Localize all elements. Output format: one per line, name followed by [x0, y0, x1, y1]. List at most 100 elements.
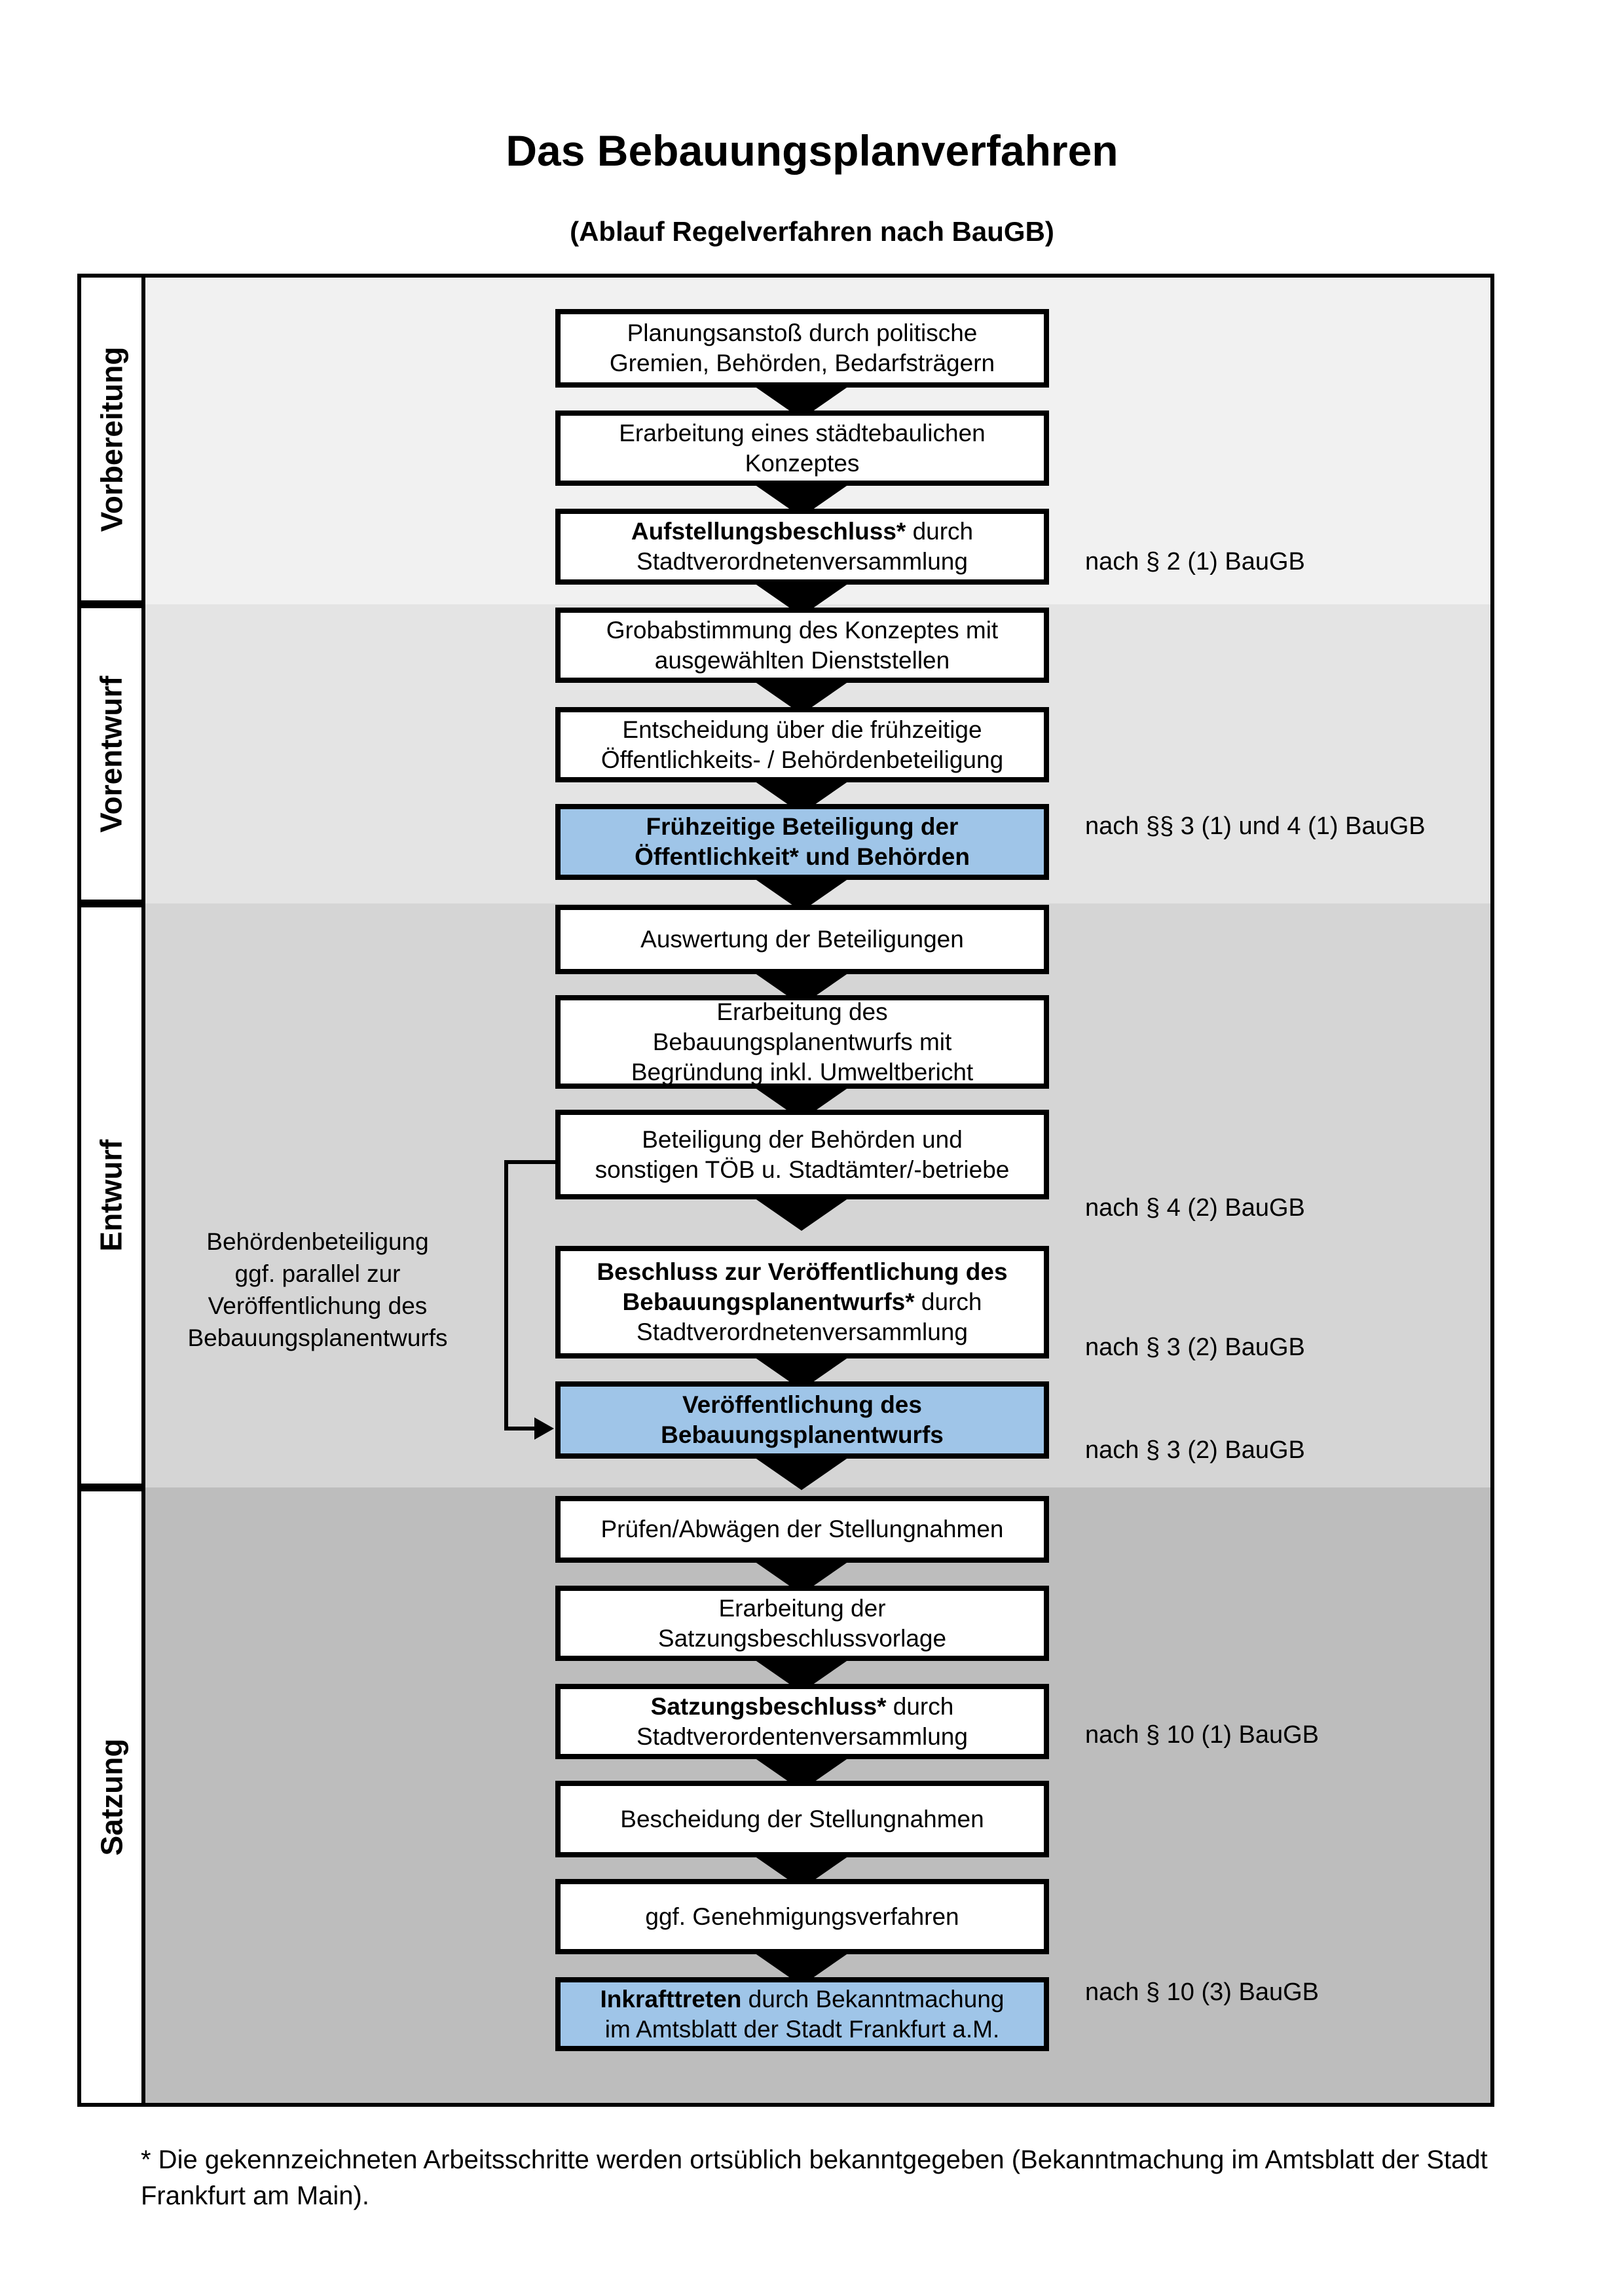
side-note-line: Bebauungsplanentwurfs [187, 1324, 448, 1351]
phase-label-entwurf: Entwurf [77, 903, 145, 1487]
step-text-line: Konzeptes [745, 448, 860, 479]
phase-label-satzung: Satzung [77, 1487, 145, 2107]
step-text-segment: Bebauungsplanentwurfs mit [652, 1028, 952, 1055]
step-text-segment: Stadtverordnetenversammlung [637, 548, 968, 575]
step-text-segment: Prüfen/Abwägen der Stellungnahmen [600, 1516, 1004, 1542]
step-text-line: ausgewählten Dienststellen [655, 646, 950, 676]
side-note-line: Behördenbeteiligung [206, 1228, 429, 1255]
step-text-segment: Erarbeitung der [718, 1594, 886, 1622]
step-text-segment: Planungsanstoß durch politische [627, 319, 978, 346]
step-text-line: im Amtsblatt der Stadt Frankfurt a.M. [605, 2014, 999, 2045]
side-note-line: Veröffentlichung des [208, 1292, 428, 1319]
step-text-line: Auswertung der Beteiligungen [640, 924, 964, 955]
arrow-down-icon [754, 1198, 849, 1231]
step-text-line: Bebauungsplanentwurfs* durch [623, 1287, 982, 1317]
legal-reference: nach §§ 3 (1) und 4 (1) BauGB [1085, 812, 1426, 840]
step-text-line: Grobabstimmung des Konzeptes mit [606, 615, 998, 646]
step-text-segment: durch Bekanntmachung [741, 1985, 1005, 2013]
side-note-line: ggf. parallel zur [234, 1260, 401, 1287]
legal-reference: nach § 3 (2) BauGB [1085, 1436, 1305, 1464]
arrow-right-icon [534, 1417, 554, 1440]
legal-reference: nach § 2 (1) BauGB [1085, 548, 1305, 575]
phase-label-text: Satzung [94, 1738, 129, 1856]
step-text-segment: Erarbeitung eines städtebaulichen [619, 419, 986, 446]
step-text-line: Gremien, Behörden, Bedarfsträgern [610, 348, 995, 378]
step-text-segment: Gremien, Behörden, Bedarfsträgern [609, 350, 995, 376]
step-text-line: Planungsanstoß durch politische [627, 318, 978, 348]
step-text-line: Stadtverordnetenversammlung [637, 1317, 968, 1347]
step-text-segment: durch [914, 1288, 982, 1315]
legal-reference: nach § 10 (1) BauGB [1085, 1721, 1319, 1749]
step-text-line: Erarbeitung der [718, 1594, 885, 1624]
step-text-line: Bescheidung der Stellungnahmen [620, 1804, 984, 1834]
phase-label-text: Entwurf [94, 1139, 129, 1252]
step-text-line: Beteiligung der Behörden und [642, 1125, 963, 1155]
step-text-segment: Frühzeitige Beteiligung der [646, 813, 959, 840]
step-text-segment: durch [886, 1692, 954, 1720]
step-text-line: Stadtverordnetenversammlung [637, 547, 968, 577]
step-text-segment: Beteiligung der Behörden und [642, 1125, 963, 1153]
step-text-segment: sonstigen TÖB u. Stadtämter/-betriebe [595, 1156, 1010, 1183]
step-text-line: Erarbeitung eines städtebaulichen [619, 418, 986, 448]
step-text-segment: im Amtsblatt der Stadt Frankfurt a.M. [604, 2015, 1000, 2043]
connector-line-bottom [504, 1427, 540, 1430]
step-text-segment: Öffentlichkeit* und Behörden [635, 843, 970, 870]
step-text-line: Aufstellungsbeschluss* durch [631, 517, 973, 547]
step-text-segment: Inkrafttreten [600, 1985, 742, 2013]
step-text-segment: Beschluss zur Veröffentlichung des [597, 1258, 1008, 1285]
step-text-line: Satzungsbeschlussvorlage [658, 1624, 946, 1654]
arrow-down-icon [754, 1457, 849, 1490]
step-text-segment: Stadtverordnetenversammlung [637, 1319, 968, 1345]
step-text-line: Prüfen/Abwägen der Stellungnahmen [600, 1514, 1003, 1544]
legal-reference: nach § 10 (3) BauGB [1085, 1978, 1319, 2006]
step-text-line: Erarbeitung des [716, 997, 887, 1027]
page-subtitle: (Ablauf Regelverfahren nach BauGB) [570, 216, 1054, 247]
page-title: Das Bebauungsplanverfahren [506, 126, 1118, 175]
step-text-line: Inkrafttreten durch Bekanntmachung [600, 1984, 1005, 2014]
step-text-segment: Veröffentlichung des [682, 1391, 922, 1418]
legal-reference: nach § 4 (2) BauGB [1085, 1194, 1305, 1222]
step-text-segment: Erarbeitung des [716, 998, 888, 1025]
step-text-segment: Öffentlichkeits- / Behördenbeteiligung [600, 746, 1004, 773]
step-text-segment: Satzungsbeschluss* [650, 1692, 887, 1720]
process-step: ggf. Genehmigungsverfahren [555, 1879, 1049, 1954]
step-text-segment: Auswertung der Beteiligungen [640, 926, 964, 953]
step-text-line: Entscheidung über die frühzeitige [622, 715, 982, 745]
connector-line-vertical [504, 1160, 508, 1430]
process-step: Beteiligung der Behörden und sonstigen TÖ… [555, 1110, 1049, 1199]
step-text-line: Veröffentlichung des [682, 1390, 922, 1420]
step-text-line: Bebauungsplanentwurfs [661, 1420, 944, 1450]
step-text-line: sonstigen TÖB u. Stadtämter/-betriebe [595, 1155, 1010, 1185]
process-step: Auswertung der Beteiligungen [555, 905, 1049, 974]
connector-line-top [504, 1160, 559, 1164]
step-text-segment: Grobabstimmung des Konzeptes mit [606, 616, 999, 644]
step-text-segment: Bebauungsplanentwurfs* [622, 1288, 915, 1315]
step-text-line: Frühzeitige Beteiligung der [646, 812, 959, 842]
step-text-segment: Satzungsbeschlussvorlage [657, 1624, 947, 1652]
step-text-segment: Stadtverordentenversammlung [637, 1722, 968, 1750]
phase-label-text: Vorbereitung [94, 346, 129, 532]
step-text-segment: ggf. Genehmigungsverfahren [645, 1903, 959, 1930]
process-step: Prüfen/Abwägen der Stellungnahmen [555, 1496, 1049, 1563]
step-text-line: ggf. Genehmigungsverfahren [645, 1902, 959, 1932]
step-text-segment: Bebauungsplanentwurfs [661, 1421, 944, 1448]
step-text-line: Öffentlichkeits- / Behördenbeteiligung [601, 745, 1003, 775]
step-text-segment: Bescheidung der Stellungnahmen [620, 1805, 984, 1832]
phase-label-text: Vorentwurf [94, 675, 128, 833]
process-step: Bescheidung der Stellungnahmen [555, 1781, 1049, 1857]
step-text-segment: Entscheidung über die frühzeitige [622, 716, 982, 743]
step-text-line: Öffentlichkeit* und Behörden [635, 842, 970, 872]
step-text-segment: Konzeptes [745, 449, 860, 477]
